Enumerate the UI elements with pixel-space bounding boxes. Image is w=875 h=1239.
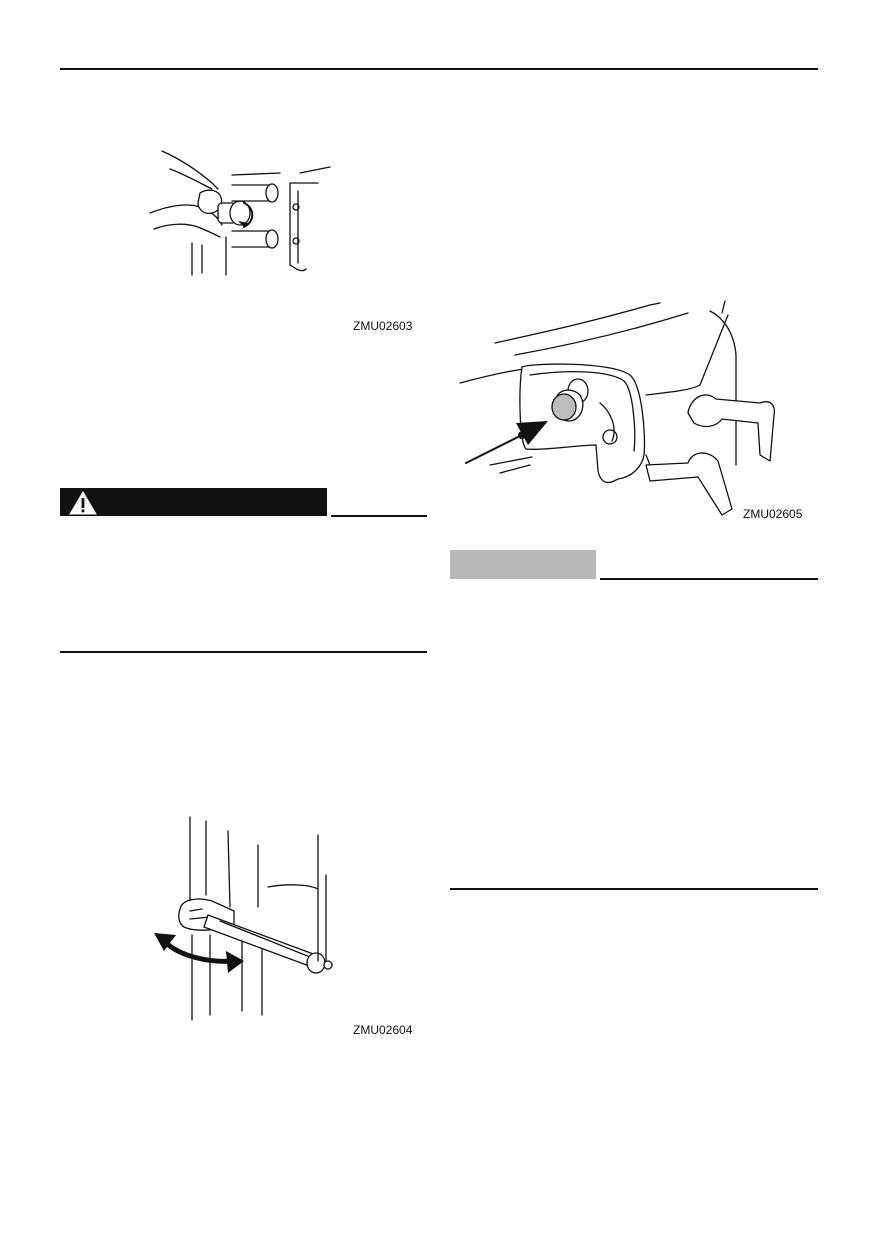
note-side-rule bbox=[600, 578, 818, 580]
figure-code-3: ZMU02605 bbox=[743, 507, 803, 521]
warning-triangle-icon bbox=[69, 491, 97, 515]
figure-code-2: ZMU02604 bbox=[353, 1023, 413, 1037]
warning-side-rule bbox=[331, 515, 427, 517]
header-rule bbox=[60, 68, 818, 70]
figure-hand-pull-knob bbox=[149, 150, 331, 276]
figure-code-1: ZMU02603 bbox=[353, 319, 413, 333]
note-end-rule bbox=[450, 888, 818, 890]
warning-end-rule bbox=[60, 651, 427, 653]
figure-lever-swing bbox=[154, 816, 333, 1021]
figure-push-button bbox=[459, 300, 776, 516]
note-bar bbox=[450, 550, 596, 579]
warning-bar bbox=[60, 488, 327, 516]
